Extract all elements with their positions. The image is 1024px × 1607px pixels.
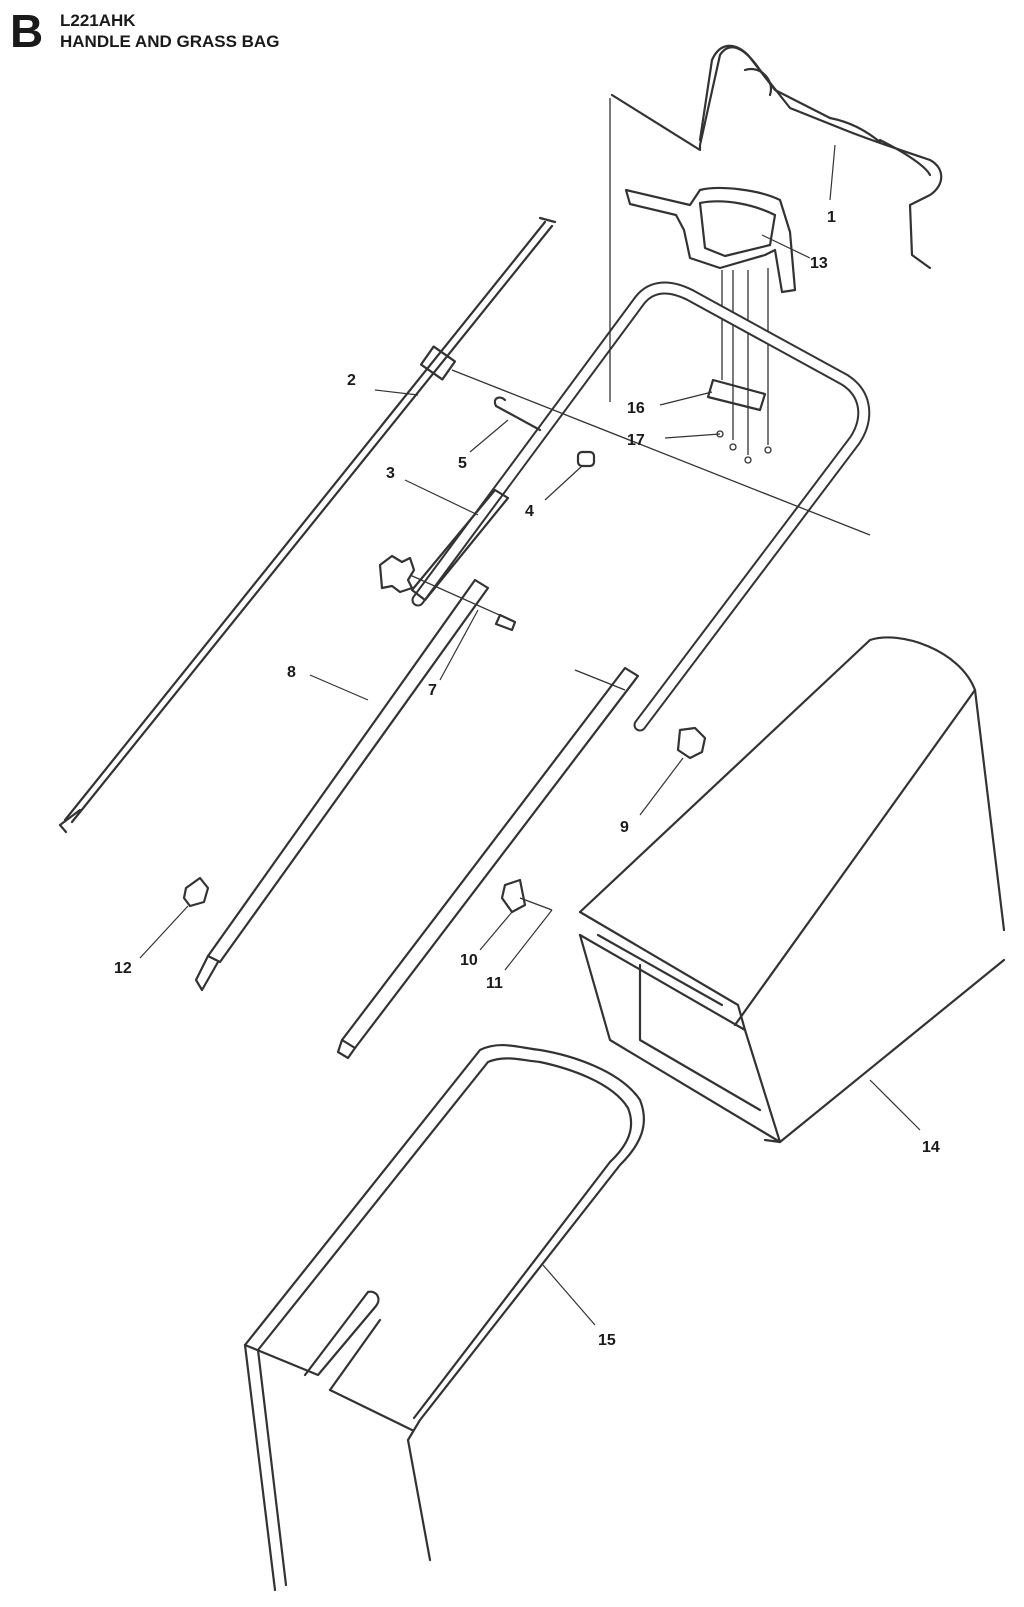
- callout-17: 17: [627, 432, 645, 449]
- callout-9: 9: [620, 819, 629, 836]
- part-cable-clip: [451, 369, 871, 536]
- callout-3: 3: [386, 465, 395, 482]
- callout-4: 4: [525, 503, 534, 520]
- callout-1: 1: [827, 209, 836, 226]
- callout-13: 13: [810, 255, 828, 272]
- callout-8: 8: [287, 664, 296, 681]
- section-letter: B: [10, 5, 44, 57]
- callout-11: 11: [486, 975, 503, 992]
- part-upper-handle: [610, 44, 943, 270]
- callout-2: 2: [347, 372, 356, 389]
- part-small-knob: [576, 450, 596, 468]
- part-lower-tube-long: [194, 578, 640, 1060]
- part-handle-frame: [411, 98, 871, 732]
- callout-10: 10: [460, 952, 478, 969]
- callout-15: 15: [598, 1332, 616, 1349]
- callout-14: 14: [922, 1139, 940, 1156]
- part-star-knob-lower: [182, 876, 210, 908]
- part-control-cable: [58, 216, 557, 834]
- leader-lines: [139, 144, 921, 1326]
- model-number: L221AHK: [60, 11, 136, 30]
- part-control-box: [624, 186, 797, 294]
- callout-7: 7: [428, 682, 437, 699]
- part-lower-tube-left: [410, 488, 510, 602]
- part-bag-frame: [243, 1044, 645, 1592]
- callout-5: 5: [458, 455, 467, 472]
- part-star-knob-right: [676, 726, 707, 760]
- part-bracket-plate: [706, 268, 769, 455]
- part-screws: [716, 430, 772, 464]
- callout-12: 12: [114, 960, 132, 977]
- callout-16: 16: [627, 400, 645, 417]
- part-cable-clamp: [500, 878, 553, 914]
- part-grass-bag: [578, 636, 1006, 1144]
- diagram-title: HANDLE AND GRASS BAG: [60, 32, 280, 51]
